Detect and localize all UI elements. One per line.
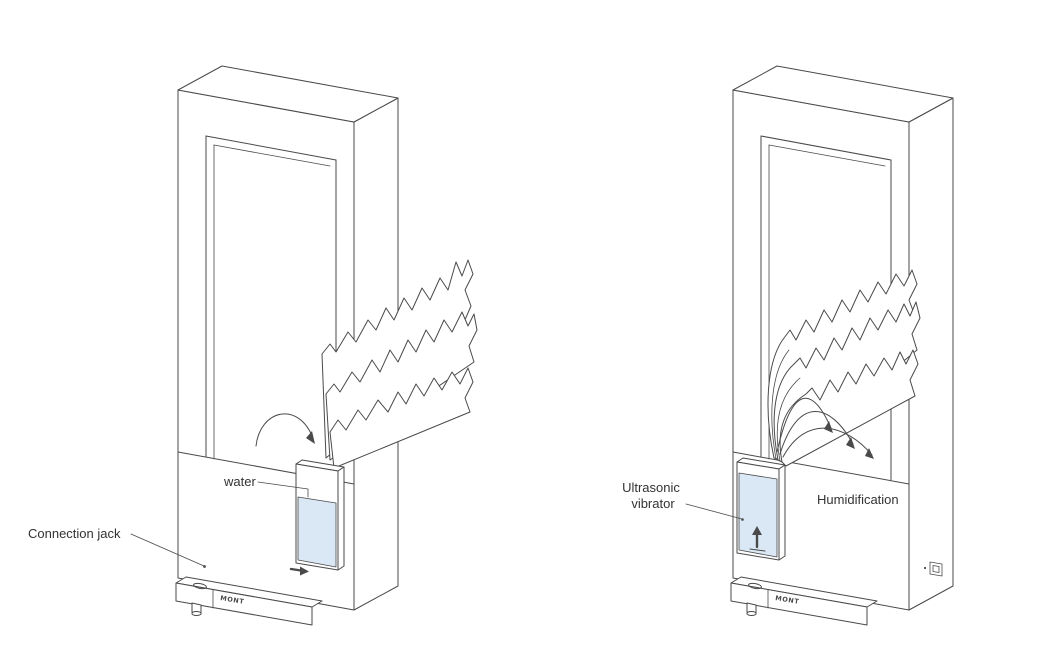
mist-arrow-curve-1 bbox=[776, 397, 832, 453]
code-mark bbox=[923, 561, 943, 577]
vibrator-disc-line bbox=[749, 548, 766, 552]
humidification-label: Humidification bbox=[817, 492, 899, 507]
mist-arrow-head-1-icon bbox=[824, 421, 833, 433]
frame-top-face bbox=[177, 65, 399, 123]
mist-arrow-head-2-icon bbox=[846, 437, 855, 449]
connection-jack-leader-dot bbox=[203, 565, 206, 568]
base-front-face bbox=[730, 582, 868, 626]
pour-arrow bbox=[255, 413, 315, 447]
frame-lower-panel-line bbox=[732, 451, 910, 485]
tank-side-face bbox=[337, 466, 345, 571]
frame-right-side-face bbox=[908, 97, 954, 611]
connection-jack-label: Connection jack bbox=[28, 526, 121, 541]
code-mark-dot bbox=[923, 566, 927, 570]
mist-arrow-curve-3 bbox=[782, 427, 873, 458]
left-annotations: water Connection jack bbox=[28, 474, 309, 568]
frame-top-face bbox=[732, 65, 954, 123]
water-label: water bbox=[223, 474, 256, 489]
code-mark-inner bbox=[932, 565, 940, 573]
tank-side-face bbox=[778, 464, 786, 561]
inlet-arrow-head-icon bbox=[300, 566, 309, 576]
connection-jack-leader-line bbox=[130, 533, 205, 567]
mist-arrow-head-3-icon bbox=[865, 448, 874, 459]
base-front-face bbox=[175, 582, 313, 626]
ultrasonic-label-line2: vibrator bbox=[631, 496, 675, 511]
tank-water-fill bbox=[297, 496, 337, 568]
frame-inner-bevel-top bbox=[213, 144, 331, 167]
base: MONT bbox=[175, 576, 323, 626]
base-foot-bottom bbox=[191, 611, 202, 616]
right-annotations: Ultrasonic vibrator Humidification bbox=[622, 480, 899, 521]
left-figure: MONT water Connection jack bbox=[28, 65, 478, 626]
base: MONT bbox=[730, 576, 878, 626]
water-tank bbox=[736, 457, 786, 561]
mist-arrow-curve-2 bbox=[779, 411, 854, 455]
tank-water-fill bbox=[738, 472, 778, 558]
mist-arrows bbox=[776, 397, 874, 459]
right-figure: MONT Ultrasonic vibrator Humidification bbox=[622, 65, 954, 626]
mountain-layers bbox=[767, 269, 921, 467]
connection-jack-hole-icon bbox=[193, 582, 207, 590]
ultrasonic-leader-line bbox=[685, 503, 743, 520]
pour-arrow-curve bbox=[255, 413, 314, 447]
ultrasonic-leader-dot bbox=[741, 518, 744, 521]
ultrasonic-label-line1: Ultrasonic bbox=[622, 480, 680, 495]
mountain-layers bbox=[321, 259, 478, 469]
water-tank bbox=[295, 459, 345, 571]
vibrator-arrow-head-icon bbox=[752, 526, 762, 535]
brand-text-right: MONT bbox=[775, 594, 800, 606]
frame-inner-top-edge bbox=[205, 135, 337, 161]
frame-inner-top-edge bbox=[760, 135, 892, 161]
inlet-arrow bbox=[289, 566, 309, 576]
mountain-layer-front bbox=[329, 367, 474, 469]
pour-arrow-head-icon bbox=[306, 431, 315, 444]
paper-stem-line-1 bbox=[771, 349, 790, 460]
base-foot-bottom bbox=[746, 611, 757, 616]
frame-inner-bevel-top bbox=[768, 144, 886, 167]
jack-hole-icon bbox=[748, 582, 762, 590]
brand-text-left: MONT bbox=[220, 594, 245, 606]
mountain-layer-front bbox=[779, 349, 919, 467]
water-leader-line bbox=[257, 481, 309, 498]
paper-stem-line-2 bbox=[776, 377, 801, 462]
code-mark-outer bbox=[929, 561, 943, 577]
inlet-arrow-line bbox=[289, 567, 303, 572]
